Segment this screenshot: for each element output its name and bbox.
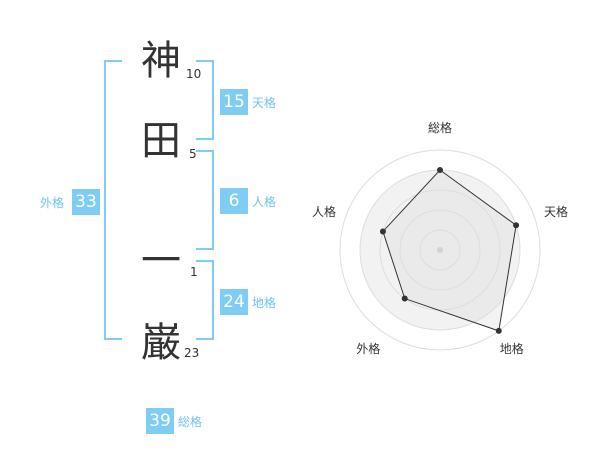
radar-axis-label-2: 天格 <box>544 205 569 220</box>
name-char-1: 神 <box>141 38 181 84</box>
gaikaku-value: 33 <box>72 189 100 215</box>
radar-point-4 <box>401 295 408 302</box>
gaikaku-label: 外格 <box>40 196 65 210</box>
radar-ring-2 <box>399 209 481 291</box>
tenkaku-label: 天格 <box>252 96 277 110</box>
stroke-count-1: 10 <box>186 67 202 81</box>
radar-center <box>437 247 443 253</box>
radar-ring-5 <box>339 149 541 351</box>
stroke-count-2: 5 <box>189 147 197 161</box>
gaikaku-bracket <box>104 60 122 340</box>
radar-ring-3 <box>379 189 501 311</box>
name-char-2: 田 <box>141 118 181 164</box>
radar-series-polygon <box>382 169 517 332</box>
tenkaku-bracket <box>196 60 214 140</box>
jinkaku-label: 人格 <box>252 195 277 209</box>
tenkaku-value: 15 <box>220 89 248 115</box>
radar-point-5 <box>379 228 386 235</box>
radar-axis-label-4: 外格 <box>356 341 381 356</box>
jinkaku-bracket <box>196 150 214 250</box>
name-char-3: 一 <box>141 238 181 284</box>
radar-point-2 <box>513 222 520 229</box>
radar-axis-label-5: 人格 <box>311 205 336 220</box>
radar-axis-label-1: 総格 <box>428 121 453 135</box>
radar-point-3 <box>495 327 502 334</box>
soukaku-label: 総格 <box>178 415 203 429</box>
name-char-4: 巌 <box>141 320 181 366</box>
radar-axis-label-3: 地格 <box>499 341 524 356</box>
jinkaku-value: 6 <box>220 188 248 214</box>
chikaku-label: 地格 <box>252 296 277 310</box>
radar-point-1 <box>437 167 443 173</box>
stroke-count-4: 23 <box>184 346 200 360</box>
chikaku-value: 24 <box>220 289 248 315</box>
stroke-count-3: 1 <box>190 265 198 279</box>
soukaku-value: 39 <box>146 408 174 434</box>
chikaku-bracket <box>196 260 214 340</box>
radar-ring-1 <box>419 229 461 271</box>
